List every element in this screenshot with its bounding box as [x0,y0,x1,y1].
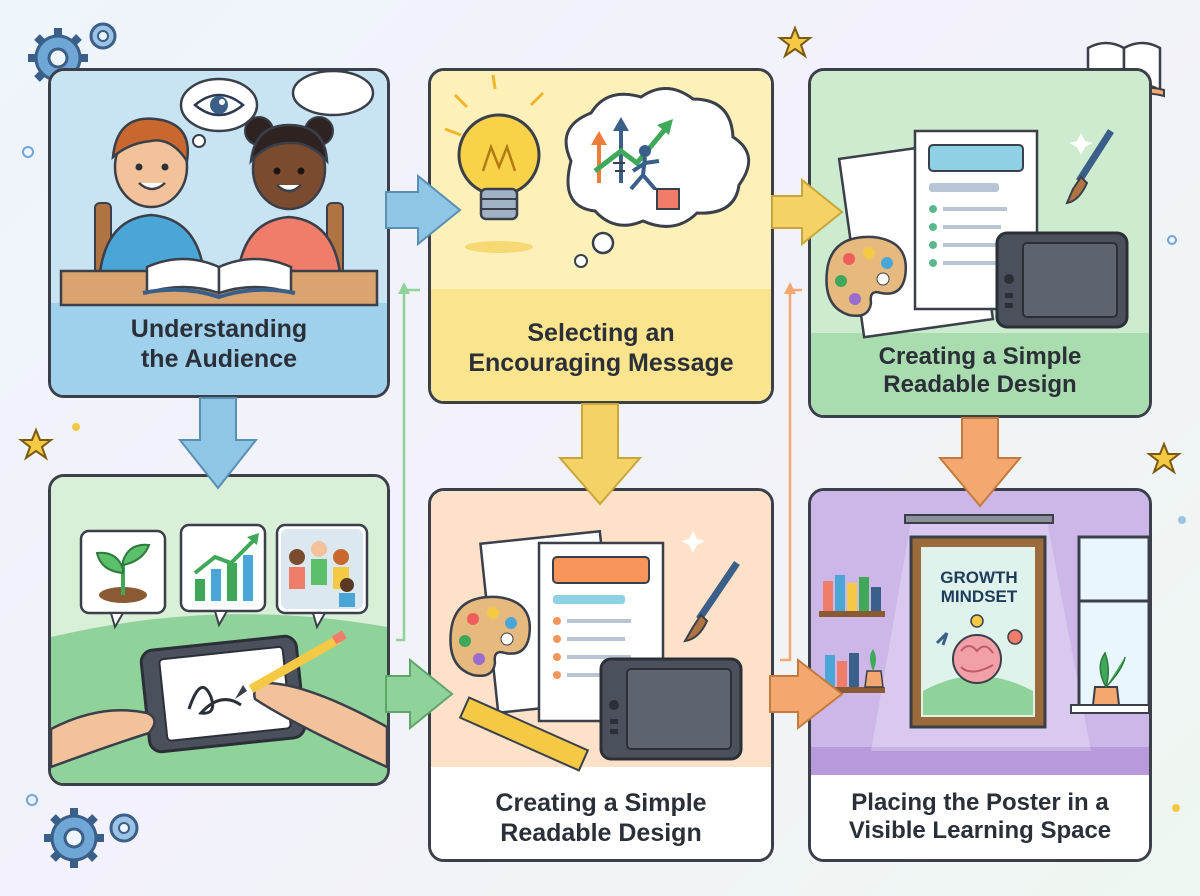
step-title-line: Creating a Simple [495,789,707,817]
step-title-line: Understanding [130,315,308,343]
step-title-line: Visible Learning Space [848,817,1112,845]
tablet-drawing-icon [51,630,387,769]
students-group-card [275,523,369,630]
step-title-line: Placing the Poster in a [851,789,1109,816]
step-label-placing-poster: Placing the Poster in a Visible Learning… [811,789,1149,846]
paintbrush-icon [1065,129,1114,205]
paintbrush-icon [683,561,740,643]
lightbulb-icon [444,74,545,253]
climbing-person-icon [613,145,680,210]
visual-ideas-illustration [51,477,387,783]
poster-title: GROWTH MINDSET [912,568,1046,606]
palette-icon [825,235,908,317]
step-label-readable-design-top: Creating a Simple Readable Design [811,343,1149,400]
growth-arrows-icon [591,117,673,183]
eye-icon [193,93,245,117]
audience-illustration [51,71,387,395]
bookshelf-icon [819,575,885,693]
gear-icon [109,813,139,843]
plant-sprout-card [79,529,167,630]
step-label-readable-design-bottom: Creating a Simple Readable Design [431,789,771,848]
step-panel-readable-design-top: Creating a Simple Readable Design [808,68,1152,418]
star-icon [777,25,813,59]
step-panel-visual-ideas [48,474,390,786]
gear-icon [44,808,104,868]
design-illustration-bottom [431,491,771,859]
star-icon [18,427,54,461]
step-title-line: Readable Design [500,818,702,847]
ruler-icon [458,696,590,772]
step-panel-readable-design-bottom: Creating a Simple Readable Design [428,488,774,862]
poster-title-line: GROWTH [940,568,1018,587]
growth-chart-card [179,523,267,628]
drawing-tablet-icon [599,657,743,761]
design-illustration-top [811,71,1149,415]
gear-icon [89,22,117,50]
step-title-line: Encouraging Message [468,348,734,377]
step-title-line: the Audience [140,344,298,373]
step-label-understanding-audience: Understanding the Audience [51,315,387,374]
palette-icon [449,595,532,677]
step-title-line: Creating a Simple [878,343,1082,370]
window-icon [1070,535,1149,714]
growth-mindset-poster [909,535,1047,729]
step-title-line: Selecting an [527,319,675,347]
drawing-tablet-icon [995,231,1129,329]
step-label-encouraging-message: Selecting an Encouraging Message [431,319,771,378]
step-panel-understanding-audience: Understanding the Audience [48,68,390,398]
star-icon [1146,441,1182,475]
classroom-illustration [811,491,1149,859]
step-panel-encouraging-message: Selecting an Encouraging Message [428,68,774,404]
poster-title-line: MINDSET [940,586,1018,606]
step-panel-placing-poster: GROWTH MINDSET Placing the Poster in a V… [808,488,1152,862]
step-title-line: Readable Design [883,371,1077,399]
message-illustration [431,71,771,401]
